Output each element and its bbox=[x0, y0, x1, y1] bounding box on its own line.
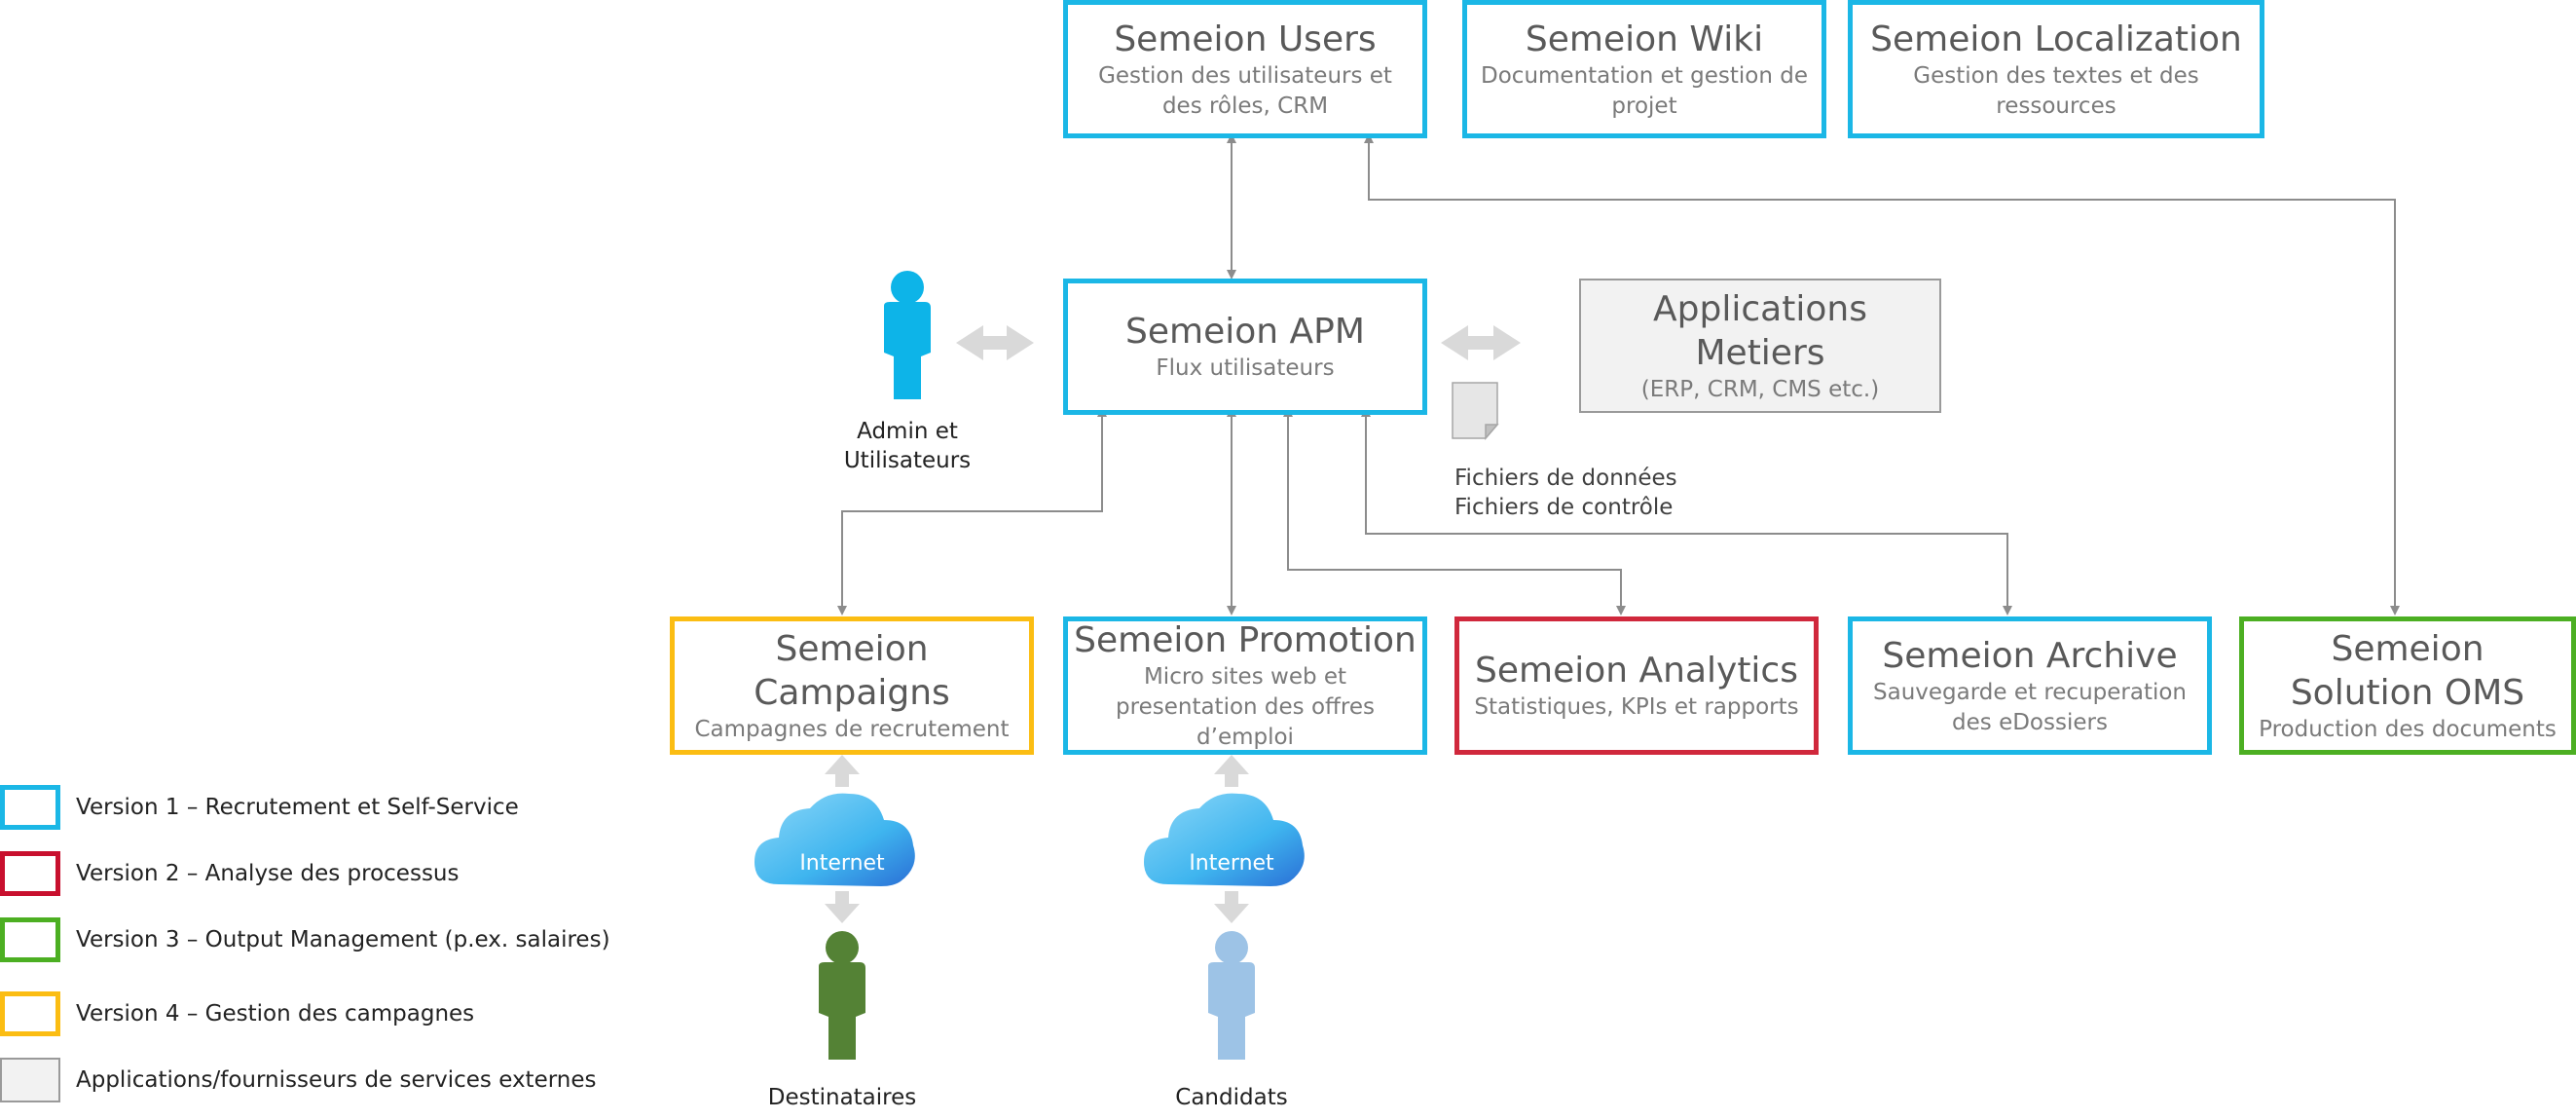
semeion-apm-box: Semeion APM Flux utilisateurs bbox=[1063, 279, 1427, 415]
legend-item-version-4: Version 4 – Gestion des campagnes bbox=[0, 991, 474, 1036]
semeion-wiki-title: Semeion Wiki bbox=[1525, 19, 1764, 59]
connector-apm-archive bbox=[1361, 407, 2012, 616]
double-arrow-admin-apm bbox=[956, 325, 1034, 360]
semeion-archive-subtitle: Sauvegarde et recuperation des eDossiers bbox=[1873, 679, 2187, 735]
connector-apm-campaigns bbox=[837, 407, 1107, 616]
legend-item-version-1: Version 1 – Recrutement et Self-Service bbox=[0, 785, 519, 830]
legend-swatch-red bbox=[0, 851, 60, 896]
semeion-users-title: Semeion Users bbox=[1114, 19, 1377, 59]
cloud-icon-right bbox=[1144, 793, 1305, 886]
semeion-campaigns-title: Semeion Campaigns bbox=[754, 628, 950, 713]
semeion-apm-title: Semeion APM bbox=[1125, 312, 1365, 352]
legend-swatch-blue bbox=[0, 785, 60, 830]
internet-label-left: Internet bbox=[799, 851, 885, 876]
semeion-solution-oms-title: Semeion Solution OMS bbox=[2290, 628, 2525, 713]
fichiers-donnees-label: Fichiers de données bbox=[1454, 466, 1677, 491]
document-icon bbox=[1452, 382, 1499, 441]
semeion-campaigns-subtitle: Campagnes de recrutement bbox=[694, 716, 1010, 742]
connector-users-oms bbox=[1364, 133, 2400, 616]
applications-metiers-title: Applications Metiers bbox=[1653, 288, 1867, 373]
legend-label: Version 2 – Analyse des processus bbox=[76, 861, 460, 886]
semeion-analytics-box: Semeion Analytics Statistiques, KPIs et … bbox=[1454, 616, 1819, 755]
legend-item-version-2: Version 2 – Analyse des processus bbox=[0, 851, 459, 896]
double-arrow-campaigns-internet bbox=[825, 755, 860, 787]
applications-metiers-subtitle: (ERP, CRM, CMS etc.) bbox=[1640, 376, 1880, 402]
semeion-users-subtitle: Gestion des utilisateurs et des rôles, C… bbox=[1098, 62, 1392, 119]
legend-swatch-green bbox=[0, 917, 60, 962]
double-arrow-promotion-internet bbox=[1214, 755, 1249, 787]
semeion-solution-oms-subtitle: Production des documents bbox=[2259, 716, 2557, 742]
legend-item-external: Applications/fournisseurs de services ex… bbox=[0, 1058, 596, 1102]
semeion-users-box: Semeion Users Gestion des utilisateurs e… bbox=[1063, 0, 1427, 138]
semeion-analytics-title: Semeion Analytics bbox=[1475, 651, 1798, 691]
semeion-localization-box: Semeion Localization Gestion des textes … bbox=[1848, 0, 2264, 138]
applications-metiers-box: Applications Metiers (ERP, CRM, CMS etc.… bbox=[1579, 279, 1941, 413]
admin-person-icon bbox=[884, 271, 931, 399]
destinataires-label: Destinataires bbox=[767, 1085, 917, 1110]
cloud-icon-left bbox=[754, 793, 915, 886]
semeion-localization-title: Semeion Localization bbox=[1870, 19, 2242, 59]
legend-item-version-3: Version 3 – Output Management (p.ex. sal… bbox=[0, 917, 610, 962]
destinataires-person-icon bbox=[819, 931, 865, 1060]
semeion-archive-box: Semeion Archive Sauvegarde et recuperati… bbox=[1848, 616, 2212, 755]
candidats-label: Candidats bbox=[1175, 1085, 1288, 1110]
semeion-promotion-box: Semeion Promotion Micro sites web et pre… bbox=[1063, 616, 1427, 755]
candidats-person-icon bbox=[1208, 931, 1255, 1060]
legend-label: Version 1 – Recrutement et Self-Service bbox=[76, 795, 519, 820]
semeion-wiki-box: Semeion Wiki Documentation et gestion de… bbox=[1462, 0, 1826, 138]
legend-label: Applications/fournisseurs de services ex… bbox=[76, 1067, 597, 1093]
semeion-promotion-subtitle: Micro sites web et presentation des offr… bbox=[1116, 664, 1375, 750]
semeion-apm-subtitle: Flux utilisateurs bbox=[1156, 355, 1335, 381]
legend-label: Version 4 – Gestion des campagnes bbox=[76, 1001, 475, 1027]
semeion-analytics-subtitle: Statistiques, KPIs et rapports bbox=[1474, 694, 1799, 720]
double-arrow-internet-candidats bbox=[1214, 891, 1249, 923]
semeion-wiki-subtitle: Documentation et gestion de projet bbox=[1481, 62, 1808, 119]
semeion-promotion-title: Semeion Promotion bbox=[1074, 620, 1417, 660]
fichiers-controle-label: Fichiers de contrôle bbox=[1454, 495, 1674, 520]
admin-utilisateurs-label: Admin et Utilisateurs bbox=[843, 419, 972, 473]
semeion-solution-oms-box: Semeion Solution OMS Production des docu… bbox=[2239, 616, 2576, 755]
legend-swatch-grey bbox=[0, 1058, 60, 1102]
semeion-archive-title: Semeion Archive bbox=[1882, 635, 2178, 676]
internet-label-right: Internet bbox=[1189, 851, 1274, 876]
legend-swatch-yellow bbox=[0, 991, 60, 1036]
semeion-campaigns-box: Semeion Campaigns Campagnes de recruteme… bbox=[670, 616, 1034, 755]
semeion-localization-subtitle: Gestion des textes et des ressources bbox=[1913, 62, 2199, 119]
double-arrow-apm-metiers bbox=[1441, 325, 1521, 360]
legend-label: Version 3 – Output Management (p.ex. sal… bbox=[76, 927, 610, 952]
double-arrow-internet-destinataires bbox=[825, 891, 860, 923]
